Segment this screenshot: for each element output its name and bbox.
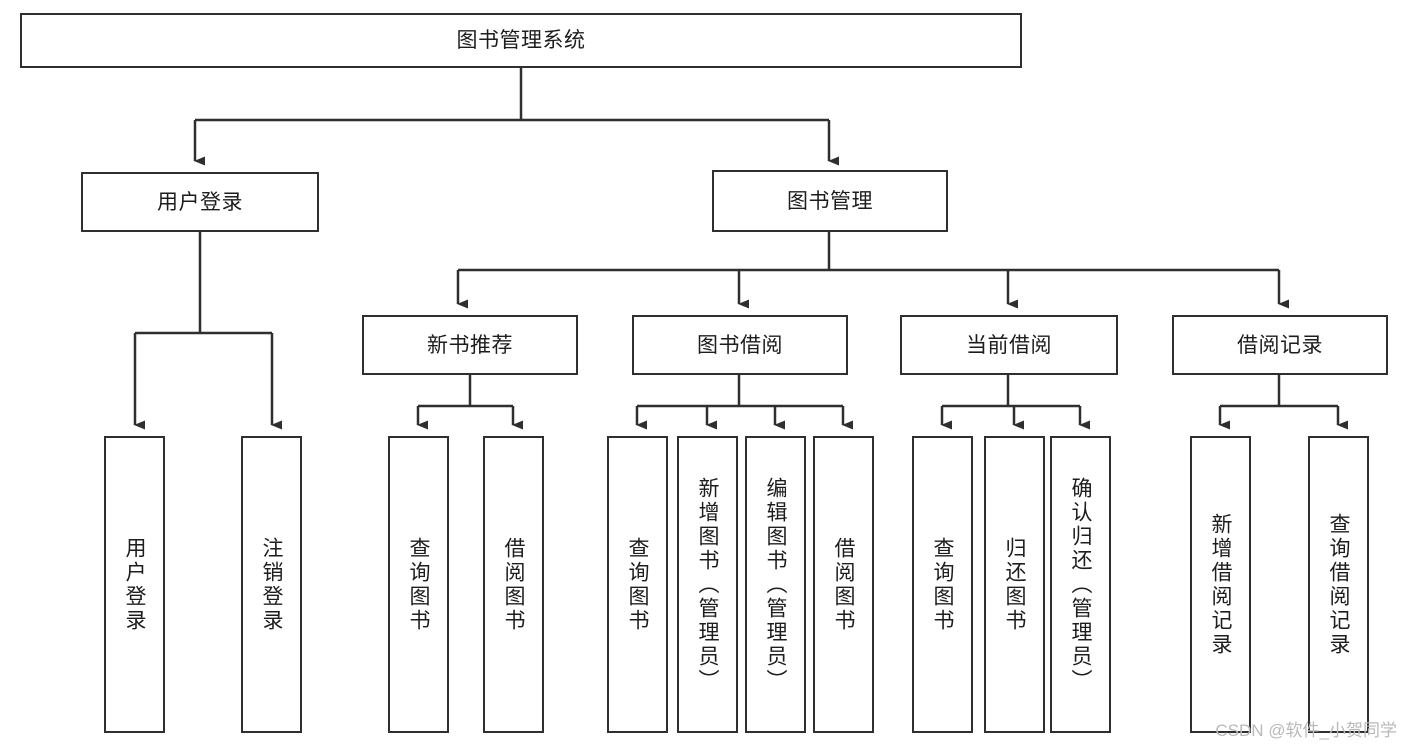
node-label: 图书管理 (787, 189, 873, 213)
node-label: 确认归还（管理员） (1069, 476, 1092, 693)
node-level2-1[interactable]: 图书借阅 (632, 315, 848, 375)
node-level1-1[interactable]: 图书管理 (712, 170, 948, 232)
node-leaves-0[interactable]: 用户登录 (104, 436, 165, 733)
node-leaves-5[interactable]: 新增图书（管理员） (677, 436, 738, 733)
node-leaves-2[interactable]: 查询图书 (388, 436, 449, 733)
node-leaves-1[interactable]: 注销登录 (241, 436, 302, 733)
node-label: 新书推荐 (427, 333, 513, 357)
node-leaves-8[interactable]: 查询图书 (912, 436, 973, 733)
node-label: 查询借阅记录 (1327, 512, 1350, 657)
node-label: 查询图书 (626, 536, 649, 633)
node-label: 当前借阅 (966, 333, 1052, 357)
node-root-title[interactable]: 图书管理系统 (20, 13, 1022, 68)
node-label: 新增借阅记录 (1209, 512, 1232, 657)
node-leaves-9[interactable]: 归还图书 (984, 436, 1045, 733)
node-label: 新增图书（管理员） (696, 476, 719, 693)
connector-lines (133, 68, 1348, 430)
node-label: 编辑图书（管理员） (764, 476, 787, 693)
node-label: 借阅图书 (502, 536, 525, 633)
node-leaves-10[interactable]: 确认归还（管理员） (1050, 436, 1111, 733)
node-leaves-12[interactable]: 查询借阅记录 (1308, 436, 1369, 733)
node-label: 借阅图书 (832, 536, 855, 633)
node-level1-0[interactable]: 用户登录 (81, 172, 319, 232)
node-label: 查询图书 (407, 536, 430, 633)
node-label: 图书管理系统 (456, 29, 586, 52)
node-level2-0[interactable]: 新书推荐 (362, 315, 578, 375)
node-label: 用户登录 (123, 536, 146, 633)
node-label: 借阅记录 (1237, 333, 1323, 357)
node-leaves-3[interactable]: 借阅图书 (483, 436, 544, 733)
node-label: 用户登录 (157, 190, 243, 214)
node-level2-3[interactable]: 借阅记录 (1172, 315, 1388, 375)
node-leaves-7[interactable]: 借阅图书 (813, 436, 874, 733)
node-label: 查询图书 (931, 536, 954, 633)
node-leaves-11[interactable]: 新增借阅记录 (1190, 436, 1251, 733)
node-leaves-4[interactable]: 查询图书 (607, 436, 668, 733)
node-label: 归还图书 (1003, 536, 1026, 633)
node-leaves-6[interactable]: 编辑图书（管理员） (745, 436, 806, 733)
node-level2-2[interactable]: 当前借阅 (900, 315, 1118, 375)
node-label: 注销登录 (260, 536, 283, 633)
node-label: 图书借阅 (697, 333, 783, 357)
